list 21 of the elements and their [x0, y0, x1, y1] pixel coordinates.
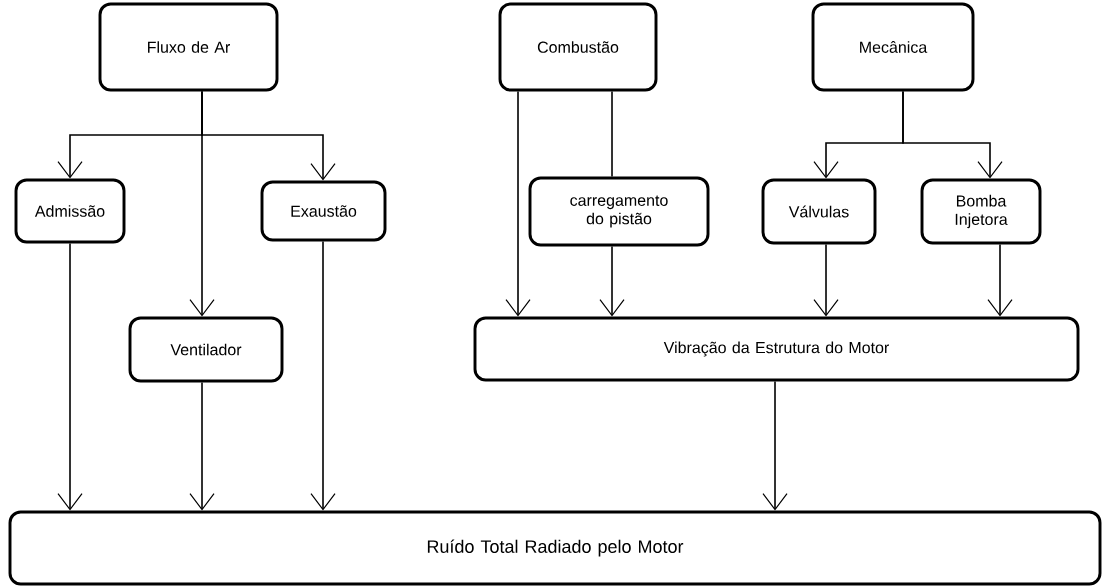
process-box: Válvulas	[761, 178, 877, 245]
arrow	[57, 242, 83, 511]
process-box: Fluxo de Ar	[98, 2, 279, 92]
process-box: Ventilador	[128, 316, 284, 383]
process-box: carregamento do pistão	[528, 176, 710, 247]
arrow	[201, 90, 336, 181]
arrow	[813, 243, 839, 317]
arrow	[310, 240, 336, 511]
arrow	[599, 245, 625, 317]
process-box: Vibração da Estrutura do Motor	[473, 316, 1080, 382]
process-box: Exaustão	[260, 180, 387, 242]
arrow	[987, 243, 1013, 317]
process-box: Admissão	[14, 178, 126, 244]
process-box: Ruído Total Radiado pelo Motor	[8, 510, 1102, 586]
process-box: Bomba Injetora	[920, 178, 1042, 245]
arrow	[762, 380, 788, 511]
process-box: Mecânica	[811, 2, 975, 92]
arrow	[505, 90, 531, 317]
arrow	[902, 90, 1003, 179]
process-box: Combustão	[498, 2, 658, 92]
arrow	[189, 381, 215, 511]
